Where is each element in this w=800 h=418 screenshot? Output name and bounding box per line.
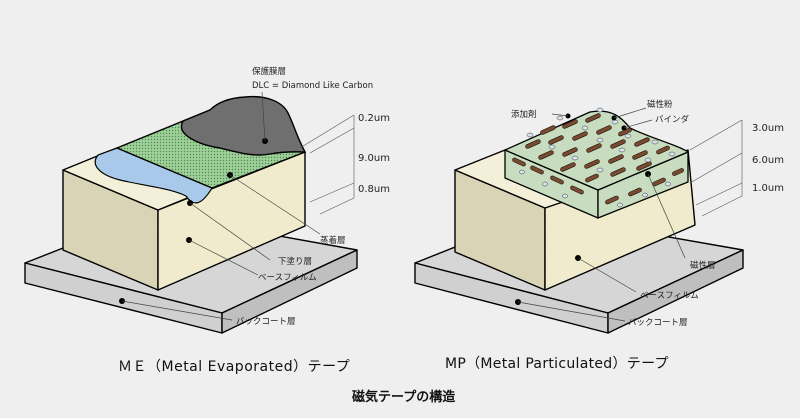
mp-tape-title: MP（Metal Particulated）テープ (445, 356, 669, 372)
me-label-base: ベースフィルム (258, 273, 317, 283)
me-tape: 保護膜層 DLC = Diamond Like Carbon 0.2um 9.0… (24, 66, 390, 334)
me-dim-top: 0.2um (358, 113, 390, 124)
me-label-dlc: DLC = Diamond Like Carbon (252, 81, 373, 91)
mp-dim-bottom: 1.0um (752, 183, 784, 194)
mp-label-additive: 添加剤 (511, 109, 537, 120)
mp-dimension-lines (689, 119, 743, 217)
me-label-deposited: 蒸着層 (320, 235, 346, 246)
mp-dim-top: 3.0um (752, 123, 784, 134)
me-tape-title: ＭＥ（Metal Evaporated）テープ (118, 359, 351, 375)
mp-tape: 添加剤 磁性粉 バインダ 3.0um 6.0um 1.0um 磁性層 ベースフィ… (414, 99, 784, 334)
me-protective-layer (180, 95, 307, 156)
me-dim-mid: 9.0um (358, 153, 390, 164)
mp-backcoat-side (607, 249, 744, 334)
me-backcoat-side (221, 249, 358, 334)
mp-dim-mid: 6.0um (752, 155, 784, 166)
me-leader-lines (121, 91, 321, 321)
me-dim-bottom: 0.8um (358, 184, 390, 195)
mp-particles (512, 107, 684, 208)
diagram-caption: 磁気テープの構造 (352, 390, 456, 405)
mp-label-powder: 磁性粉 (647, 99, 673, 110)
mp-label-binder: バインダ (655, 114, 690, 125)
mp-label-base: ベースフィルム (640, 291, 699, 301)
me-label-undercoat: 下塗り層 (278, 256, 312, 267)
me-dimension-lines (299, 114, 355, 215)
me-undercoat (94, 147, 213, 204)
me-label-backcoat: バックコート層 (236, 317, 296, 327)
mp-label-backcoat: バックコート層 (628, 318, 688, 328)
mp-label-magnetic: 磁性層 (690, 260, 716, 271)
mp-leader-lines (517, 107, 686, 322)
me-label-protective: 保護膜層 (252, 66, 286, 77)
